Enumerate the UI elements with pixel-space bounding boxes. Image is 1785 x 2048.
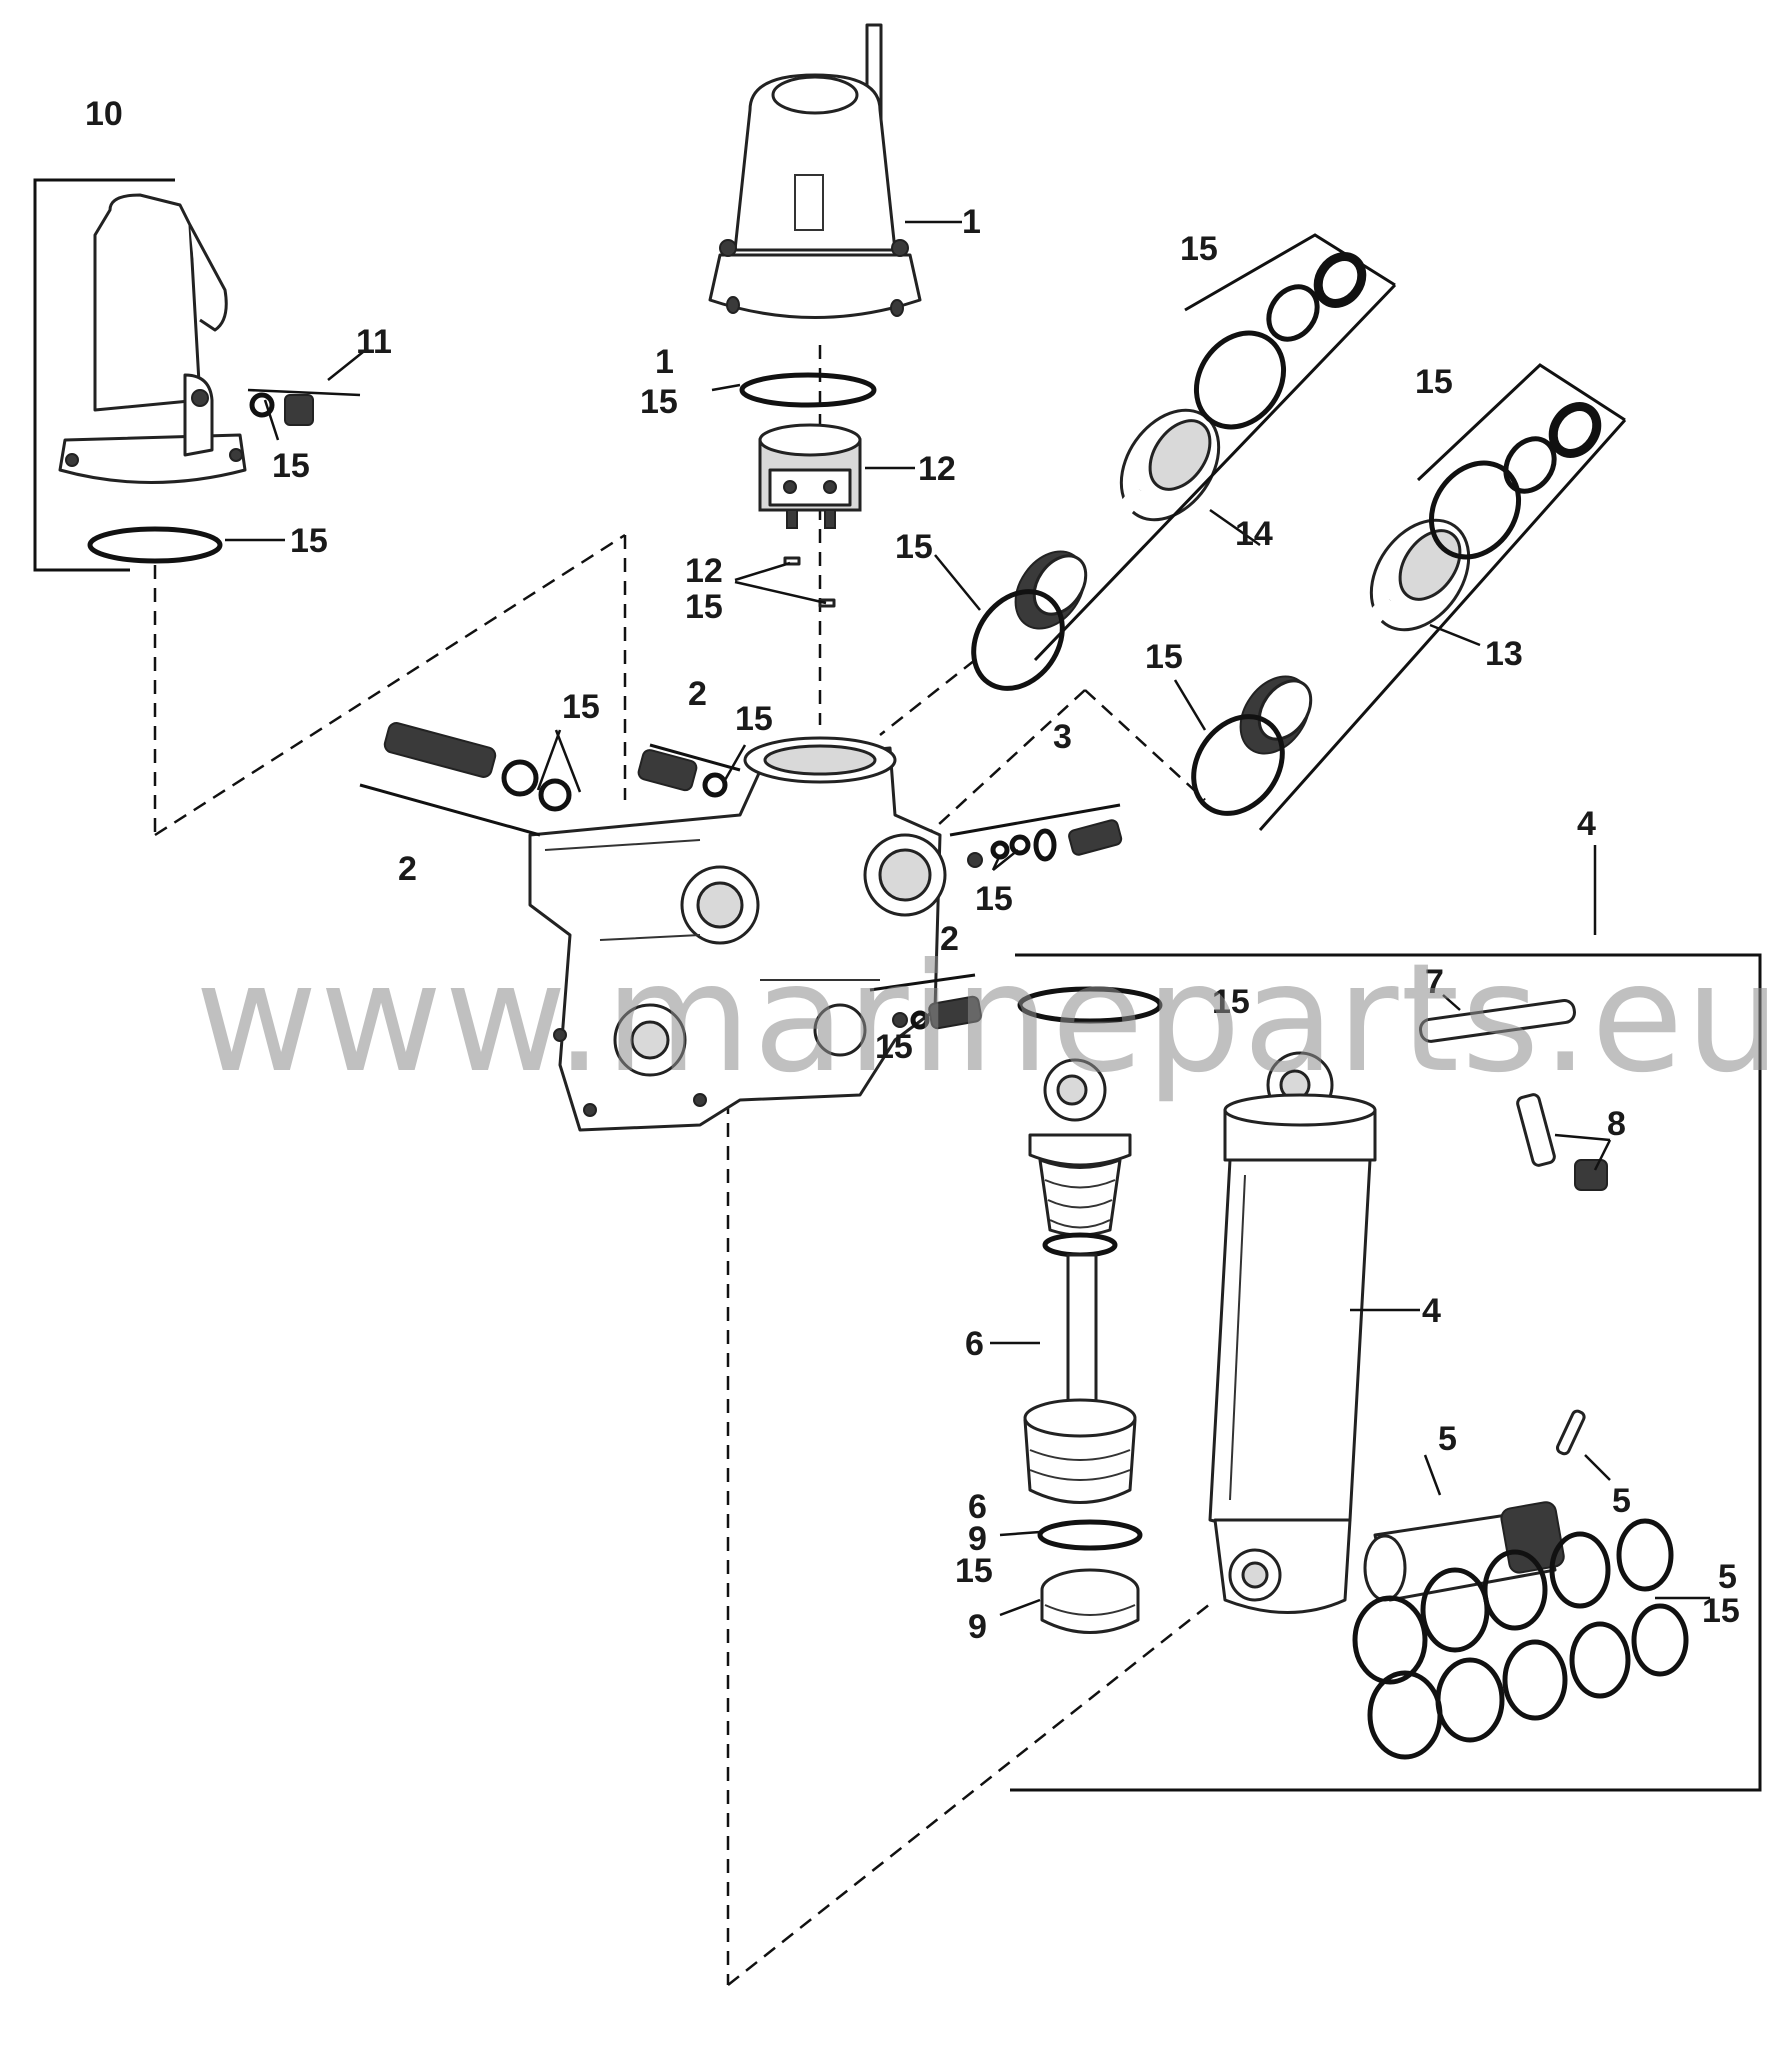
pin-5 [1555,1409,1586,1456]
rod-6 [1023,1058,1137,1504]
callout-10: 10 [85,95,123,133]
callout-15-lower: 15 [875,1028,913,1066]
callout-2-left: 2 [398,850,417,888]
bracket-4 [1010,845,1762,1792]
piston-assembly-14 [1014,408,1221,630]
motor-o-ring [739,372,877,408]
manifold-body [528,736,947,1132]
callout-12-small: 12 [685,552,723,590]
callout-15-kit-5: 15 [1702,1592,1740,1630]
callout-1-o-ring: 1 [655,343,674,381]
callout-2-lower: 2 [940,920,959,958]
trim-motor [708,23,922,319]
bracket-10 [33,178,175,572]
o-ring-kit-5 [1352,1518,1689,1760]
reservoir-plug [249,392,314,426]
end-cap-9 [1040,1568,1140,1634]
valve-3 [949,803,1123,868]
callout-9-ring: 9 [968,1520,987,1558]
trim-cylinder-4 [1208,1051,1377,1614]
valve-2-lower [869,973,982,1030]
callout-3: 3 [1053,718,1072,756]
callout-15-small: 15 [685,588,723,626]
reservoir [58,193,247,484]
callout-7: 7 [1425,963,1444,1001]
callout-5-pin: 5 [1612,1482,1631,1520]
callout-15-mid: 15 [735,700,773,738]
pin-7 [1419,999,1576,1043]
callout-15-left-rings: 15 [562,688,600,726]
watermark-text: www.marineparts.eu [195,932,1783,1106]
seal-ring-9 [1037,1519,1143,1551]
callout-15-kit-13-ring: 15 [1145,638,1183,676]
callout-15-kit-14-ring: 15 [895,528,933,566]
callout-15-kit-14: 15 [1180,230,1218,268]
callout-15-kit-13: 15 [1415,363,1453,401]
callout-5-kit: 5 [1718,1558,1737,1596]
callout-labels: 1 1 15 12 12 15 10 11 15 15 15 14 15 15 … [85,95,1740,1646]
seal-kit-15-upper [971,252,1367,691]
callout-5-piston: 5 [1438,1420,1457,1458]
bolts-8 [1516,1093,1608,1191]
piston-5 [1363,1501,1565,1602]
bracket-14 [1033,233,1397,662]
callout-15-valve-3: 15 [975,880,1013,918]
callout-14: 14 [1235,515,1273,553]
callout-11: 11 [356,323,392,361]
callout-15-ring-9: 15 [955,1552,993,1590]
small-filter-parts [783,556,836,608]
callout-6-seal: 6 [968,1488,987,1526]
callout-15-motor-o-ring: 15 [640,383,678,421]
callout-15-reservoir-plug: 15 [272,447,310,485]
seal-kit-15-lower [1191,402,1602,816]
callout-15-reservoir-o-ring: 15 [290,522,328,560]
callout-9-end-cap: 9 [968,1608,987,1646]
valve-2-mid [637,743,741,798]
cylinder-o-ring [1017,986,1163,1024]
hydraulic-pump [758,423,862,529]
callout-1-motor: 1 [962,203,981,241]
callout-13: 13 [1485,635,1523,673]
callout-2-mid: 2 [688,675,707,713]
valve-2-left [359,722,572,837]
callout-6-rod: 6 [965,1325,984,1363]
reservoir-o-ring [87,526,223,564]
callout-8: 8 [1607,1105,1626,1143]
bracket-13 [1258,363,1627,831]
leader-lines [225,220,1710,1617]
callout-4-top: 4 [1577,805,1596,843]
callout-12-pump: 12 [918,450,956,488]
callout-4-cylinder: 4 [1422,1292,1441,1330]
callout-15-cylinder-o-ring: 15 [1212,983,1250,1021]
